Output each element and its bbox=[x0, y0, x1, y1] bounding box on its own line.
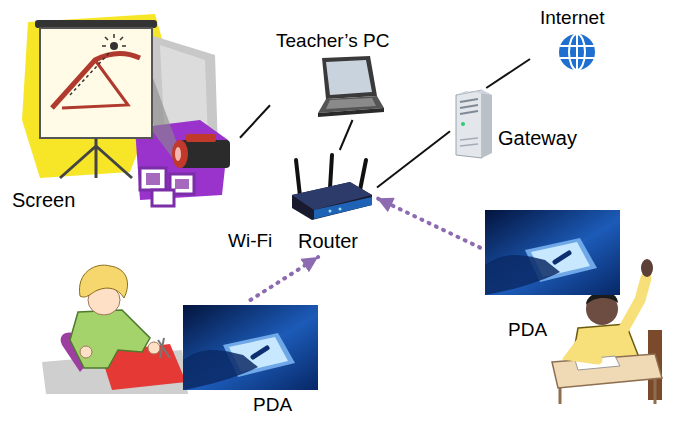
child-drawing bbox=[42, 265, 188, 394]
screen-drawing bbox=[70, 52, 110, 95]
photo bbox=[146, 173, 160, 185]
pda-photo bbox=[183, 305, 318, 390]
device-label: Router bbox=[298, 229, 358, 253]
child-shirt bbox=[70, 310, 150, 368]
hand bbox=[183, 350, 258, 390]
resting-arm bbox=[570, 340, 598, 360]
device-node: PDA bbox=[178, 300, 323, 421]
hand bbox=[485, 255, 560, 295]
router-led bbox=[329, 210, 332, 213]
router-front bbox=[314, 197, 372, 219]
device-label: Internet bbox=[540, 7, 604, 30]
device-label: Wi-Fi bbox=[228, 230, 272, 253]
network-cable bbox=[340, 120, 353, 150]
globe-line bbox=[560, 34, 594, 70]
device-node: Teacher’s PC bbox=[270, 28, 420, 120]
tripod bbox=[60, 138, 132, 178]
device-node: Screen bbox=[8, 10, 240, 216]
screen-drawing bbox=[52, 53, 140, 108]
screen-bar bbox=[35, 20, 157, 28]
device-node: Wi-Fi Router bbox=[222, 150, 377, 257]
photo bbox=[175, 179, 189, 189]
device-node: Gateway bbox=[450, 88, 595, 160]
network-cable bbox=[377, 131, 450, 187]
wireless-link bbox=[377, 198, 480, 247]
child-hand bbox=[148, 342, 160, 354]
device-label: PDA bbox=[508, 319, 547, 342]
connectors bbox=[240, 59, 530, 300]
scissors bbox=[158, 338, 170, 358]
projector-lens bbox=[172, 140, 188, 168]
globe bbox=[559, 34, 595, 70]
wireless-link bbox=[251, 257, 319, 300]
screen-illustration bbox=[22, 14, 230, 206]
laptop-icon bbox=[318, 56, 384, 117]
photo-ground bbox=[485, 210, 620, 295]
device-label: PDA bbox=[253, 394, 292, 417]
projector bbox=[186, 134, 216, 142]
projection-screen bbox=[40, 28, 152, 138]
globe-icon bbox=[559, 34, 595, 70]
raised-hand bbox=[641, 259, 653, 277]
pda-photo bbox=[485, 210, 620, 295]
photo bbox=[140, 168, 166, 190]
server-icon bbox=[456, 90, 492, 158]
router-icon bbox=[292, 155, 372, 220]
server-led bbox=[461, 122, 465, 126]
device-label: Gateway bbox=[498, 126, 577, 150]
server-side bbox=[482, 90, 492, 158]
screen-drawing bbox=[102, 34, 126, 46]
laptop-lid bbox=[322, 56, 377, 99]
photo-ground bbox=[183, 305, 318, 390]
laptop-edge bbox=[318, 108, 384, 117]
device-label: Teacher’s PC bbox=[276, 30, 389, 53]
network-cable bbox=[486, 59, 530, 88]
child-hand bbox=[80, 346, 92, 358]
network-cable bbox=[240, 105, 270, 137]
laptop-keyboard bbox=[326, 98, 376, 109]
laptop-display bbox=[326, 60, 372, 95]
server-slot bbox=[460, 99, 478, 114]
device-label: Screen bbox=[12, 188, 75, 212]
photo bbox=[152, 190, 174, 206]
light-beam bbox=[150, 70, 180, 168]
device-node: PDA bbox=[480, 205, 625, 347]
stylus bbox=[555, 253, 569, 262]
child-hair bbox=[79, 265, 127, 298]
router-body bbox=[292, 182, 372, 220]
raised-arm bbox=[622, 278, 646, 332]
device-node: Internet bbox=[530, 5, 622, 77]
server-slot bbox=[460, 138, 478, 146]
server-top bbox=[456, 90, 492, 95]
desk-leg bbox=[560, 378, 655, 404]
screen-drawing bbox=[110, 42, 118, 50]
router-led bbox=[339, 208, 342, 211]
server-front bbox=[456, 90, 482, 158]
projector-lens bbox=[175, 147, 181, 161]
stylus bbox=[253, 348, 267, 357]
